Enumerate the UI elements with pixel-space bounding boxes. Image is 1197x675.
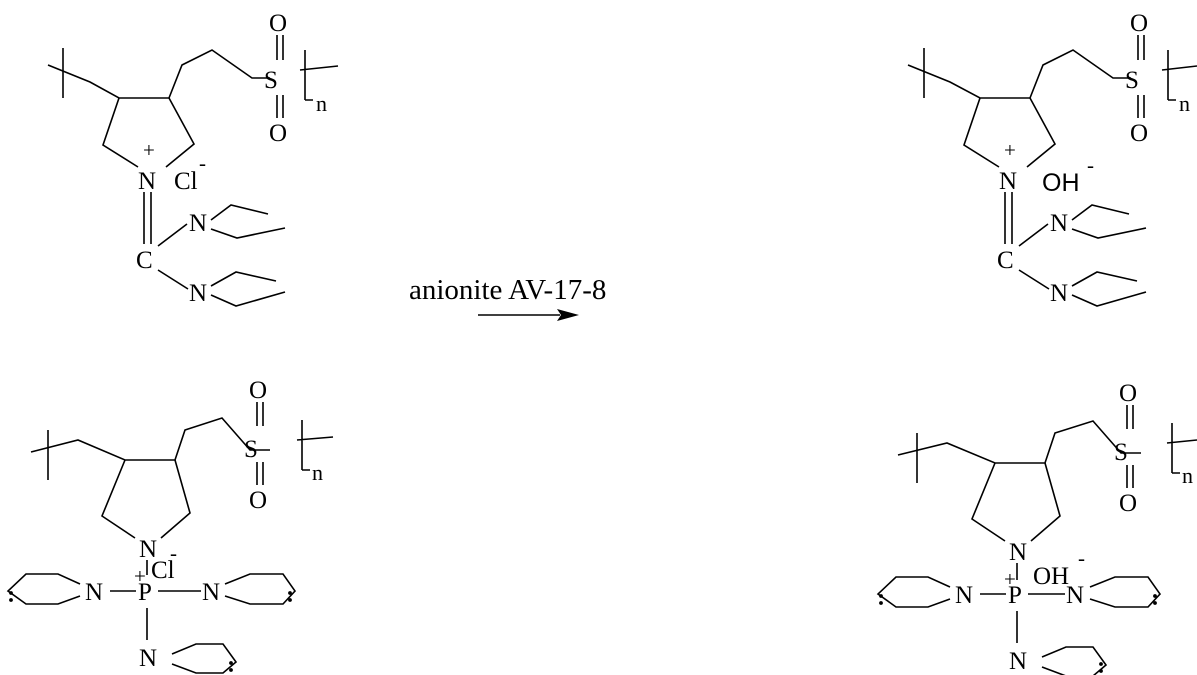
oxygen-atom: O — [1119, 490, 1137, 517]
oxygen-atom: O — [269, 10, 287, 37]
repeat-unit-subscript: n — [1179, 91, 1190, 116]
positive-charge: + — [1004, 567, 1016, 591]
nitrogen-atom: N — [138, 168, 156, 195]
positive-charge: + — [1004, 138, 1016, 162]
reagent-label: anionite AV-17-8 — [409, 274, 606, 306]
nitrogen-atom: N — [1009, 539, 1027, 566]
structure-phosphonium-chloride: O S O n N + Cl - P N N N — [6, 377, 334, 674]
negative-charge: - — [199, 151, 206, 175]
nitrogen-atom: N — [85, 579, 103, 606]
structure-guanidinium-hydroxide: O S O n + N OH - N C N — [907, 10, 1197, 307]
nitrogen-atom: N — [1009, 648, 1027, 675]
nitrogen-atom: N — [1066, 582, 1084, 609]
positive-charge: + — [143, 138, 155, 162]
carbon-atom: C — [997, 247, 1014, 274]
carbon-atom: C — [136, 247, 153, 274]
nitrogen-atom: N — [1050, 210, 1068, 237]
sulfur-atom: S — [244, 436, 258, 463]
nitrogen-atom: N — [189, 280, 207, 307]
repeat-unit-subscript: n — [316, 91, 327, 116]
sulfur-atom: S — [1114, 439, 1128, 466]
negative-charge: - — [1087, 153, 1094, 177]
oxygen-atom: O — [269, 120, 287, 147]
oxygen-atom: O — [249, 377, 267, 404]
hydroxide-anion: OH — [1033, 563, 1069, 590]
nitrogen-atom: N — [139, 645, 157, 672]
nitrogen-atom: N — [1050, 280, 1068, 307]
negative-charge: - — [170, 541, 177, 565]
phosphorus-atom: P — [138, 579, 152, 606]
reaction-arrow: anionite AV-17-8 — [409, 274, 606, 321]
structure-phosphonium-hydroxide: O S O n N + OH - P N N N — [876, 380, 1197, 675]
nitrogen-atom: N — [202, 579, 220, 606]
sulfur-atom: S — [1125, 67, 1139, 94]
nitrogen-atom: N — [955, 582, 973, 609]
reaction-arrow-icon — [557, 309, 579, 321]
sulfur-atom: S — [264, 67, 278, 94]
positive-charge: + — [134, 564, 146, 588]
chloride-anion: Cl — [174, 168, 198, 195]
phosphorus-atom: P — [1008, 582, 1022, 609]
structure-guanidinium-chloride: O S O n + N Cl - N C N — [47, 10, 339, 307]
nitrogen-atom: N — [139, 536, 157, 563]
chloride-anion: Cl — [151, 557, 175, 584]
repeat-unit-subscript: n — [1182, 463, 1193, 488]
hydroxide-anion: OH — [1042, 169, 1080, 197]
oxygen-atom: O — [1130, 120, 1148, 147]
nitrogen-atom: N — [999, 168, 1017, 195]
repeat-unit-subscript: n — [312, 460, 323, 485]
oxygen-atom: O — [249, 487, 267, 514]
nitrogen-atom: N — [189, 210, 207, 237]
oxygen-atom: O — [1130, 10, 1148, 37]
oxygen-atom: O — [1119, 380, 1137, 407]
negative-charge: - — [1078, 546, 1085, 570]
